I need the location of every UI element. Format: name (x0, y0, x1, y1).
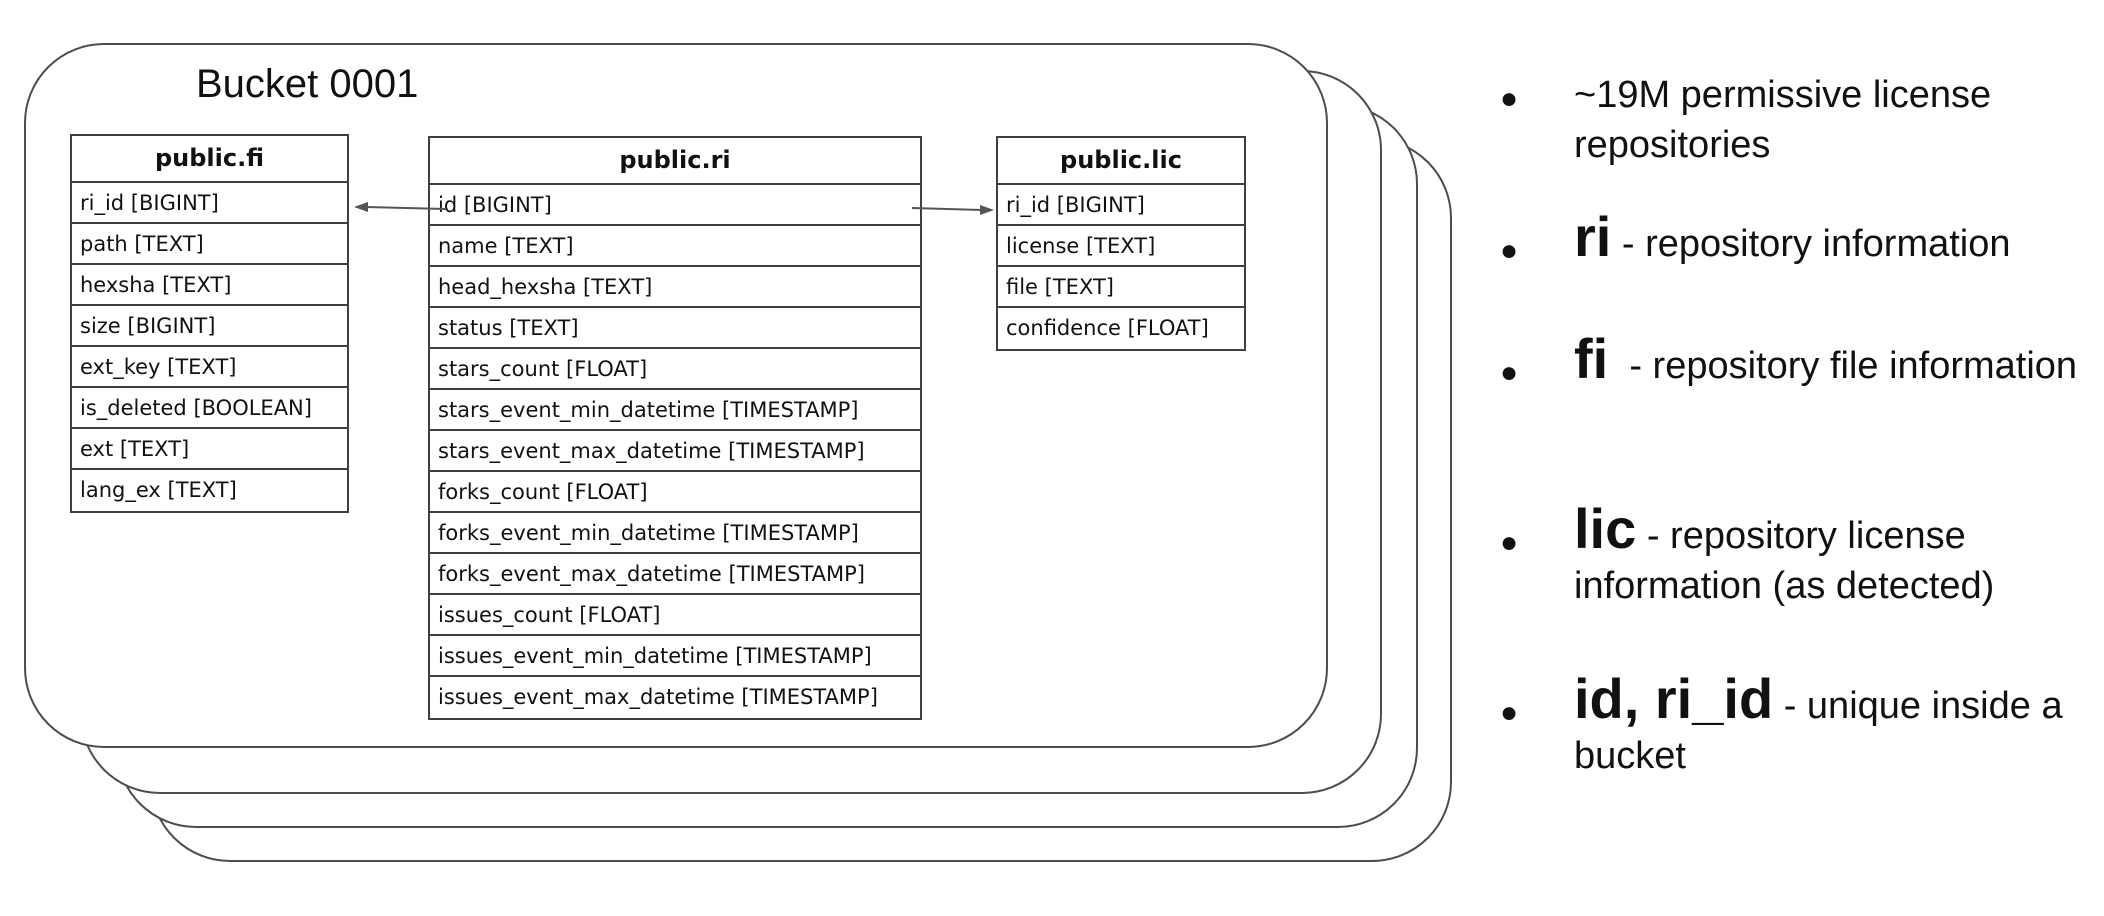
table-column: name [TEXT] (430, 226, 920, 267)
table-column: ri_id [BIGINT] (998, 185, 1244, 226)
arrowhead-icon (980, 205, 994, 215)
note-text: ~19M permissive license repositories (1574, 74, 1992, 166)
table-column: head_hexsha [TEXT] (430, 267, 920, 308)
table-public-lic: public.lic ri_id [BIGINT] license [TEXT]… (996, 136, 1246, 351)
note-text: ri - repository information (1574, 205, 2011, 268)
bullet-icon: ● (1500, 234, 1519, 267)
table-column: forks_event_max_datetime [TIMESTAMP] (430, 554, 920, 595)
table-column: ext_key [TEXT] (72, 347, 347, 388)
note-text: lic - repository license information (as… (1574, 497, 1995, 608)
bullet-icon: ● (1500, 526, 1519, 559)
table-column: forks_count [FLOAT] (430, 472, 920, 513)
table-column: hexsha [TEXT] (72, 265, 347, 306)
note-text: fi - repository file information (1574, 327, 2078, 390)
table-column: issues_event_min_datetime [TIMESTAMP] (430, 636, 920, 677)
table-header: public.ri (430, 138, 920, 185)
bucket-title: Bucket 0001 (196, 62, 419, 106)
relation-ri-to-lic (911, 207, 983, 211)
table-column: is_deleted [BOOLEAN] (72, 388, 347, 429)
table-column: stars_event_max_datetime [TIMESTAMP] (430, 431, 920, 472)
table-column: ri_id [BIGINT] (72, 183, 347, 224)
table-column: issues_count [FLOAT] (430, 595, 920, 636)
bullet-icon: ● (1500, 696, 1519, 729)
table-column: size [BIGINT] (72, 306, 347, 347)
note-term: fi (1574, 327, 1609, 390)
note-term: id, ri_id (1574, 667, 1774, 730)
arrowhead-icon (354, 202, 368, 212)
relation-ri-to-fi (365, 206, 447, 210)
table-column: stars_count [FLOAT] (430, 349, 920, 390)
table-column: ext [TEXT] (72, 429, 347, 470)
table-column: path [TEXT] (72, 224, 347, 265)
note-term: ri (1574, 205, 1612, 268)
table-column: id [BIGINT] (430, 185, 920, 226)
table-column: license [TEXT] (998, 226, 1244, 267)
table-public-fi: public.fi ri_id [BIGINT] path [TEXT] hex… (70, 134, 349, 513)
table-column: file [TEXT] (998, 267, 1244, 308)
table-column: lang_ex [TEXT] (80, 478, 237, 502)
note-term: lic (1574, 497, 1637, 560)
bullet-icon: ● (1500, 82, 1519, 115)
table-column: issues_event_max_datetime [TIMESTAMP] (438, 685, 878, 709)
table-column: forks_event_min_datetime [TIMESTAMP] (430, 513, 920, 554)
table-column: stars_event_min_datetime [TIMESTAMP] (430, 390, 920, 431)
table-column: confidence [FLOAT] (1006, 316, 1209, 340)
table-header: public.fi (72, 136, 347, 183)
table-header: public.lic (998, 138, 1244, 185)
bullet-icon: ● (1500, 356, 1519, 389)
table-column: status [TEXT] (430, 308, 920, 349)
note-text: id, ri_id - unique inside a bucket (1574, 667, 2063, 778)
table-public-ri: public.ri id [BIGINT] name [TEXT] head_h… (428, 136, 922, 720)
